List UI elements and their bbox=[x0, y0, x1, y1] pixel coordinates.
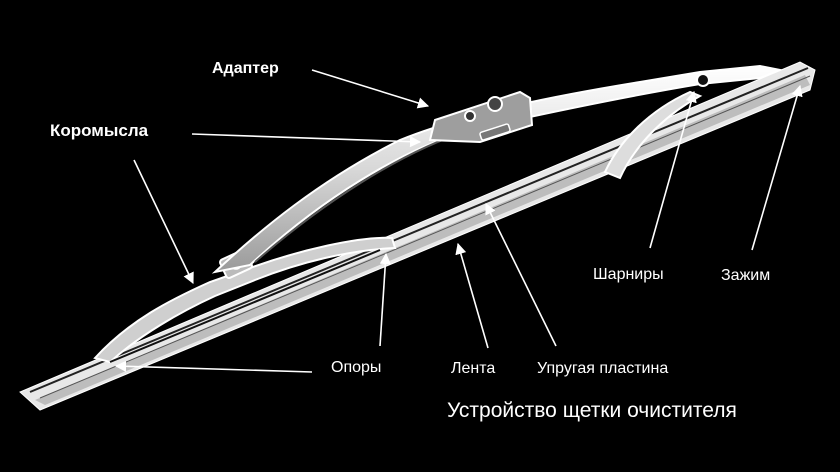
arrow-rocker-arms-lower bbox=[133, 159, 194, 285]
label-rocker-arms: Коромысла bbox=[50, 121, 149, 140]
arrow-hinges bbox=[649, 90, 697, 249]
label-strip: Лента bbox=[451, 360, 496, 377]
arrow-rocker-arms-upper bbox=[191, 133, 422, 148]
adapter bbox=[428, 90, 534, 144]
arrow-strip bbox=[455, 242, 489, 349]
arrow-supports-right bbox=[379, 252, 391, 347]
label-spring-plate: Упругая пластина bbox=[537, 360, 669, 377]
blade-strip bbox=[19, 61, 816, 411]
diagram-title: Устройство щетки очистителя bbox=[447, 399, 737, 422]
arrow-spring-plate bbox=[485, 202, 557, 347]
label-supports: Опоры bbox=[331, 359, 382, 376]
arrow-supports-left bbox=[114, 360, 313, 373]
label-hinges: Шарниры bbox=[593, 266, 664, 283]
arrow-clamp bbox=[751, 84, 803, 251]
label-adapter: Адаптер bbox=[212, 60, 279, 77]
label-clamp: Зажим bbox=[721, 267, 771, 284]
arrow-adapter bbox=[311, 69, 430, 109]
pointer-arrows bbox=[114, 69, 803, 373]
